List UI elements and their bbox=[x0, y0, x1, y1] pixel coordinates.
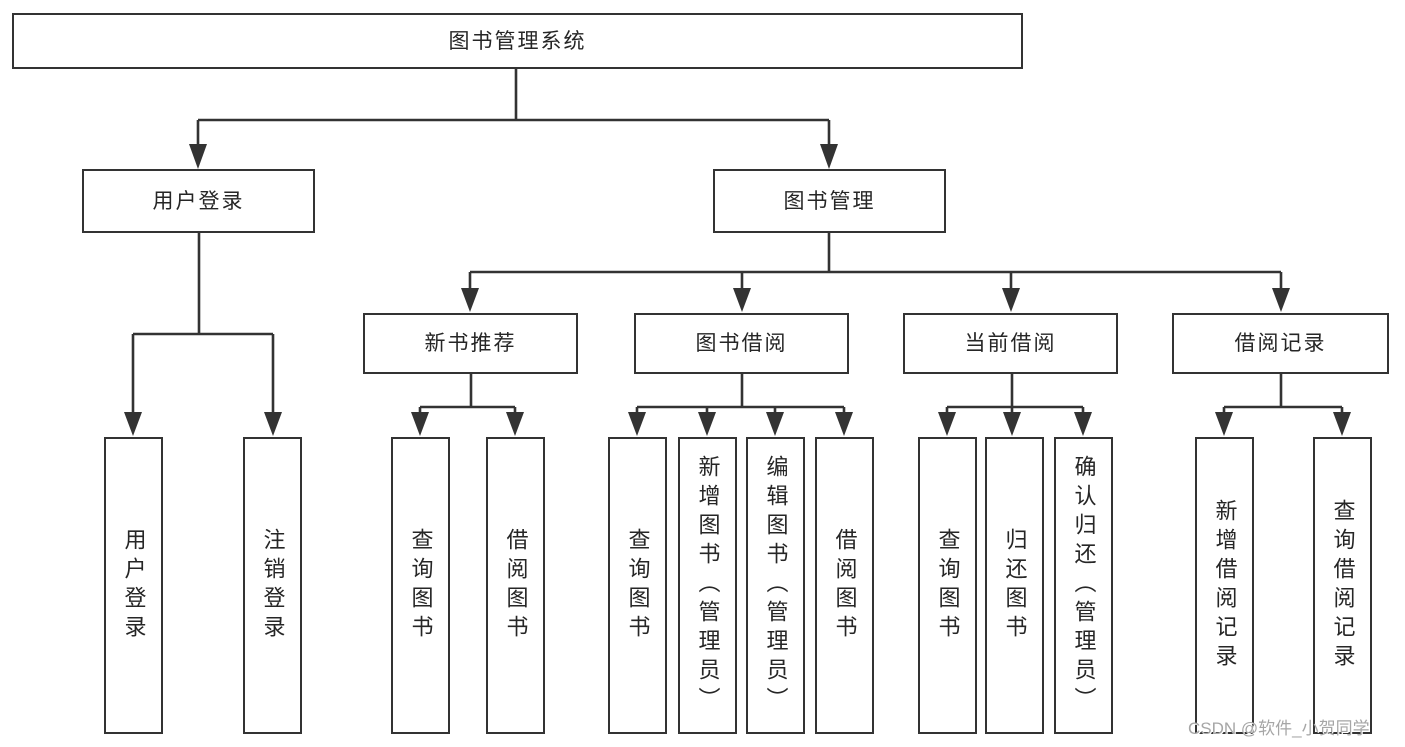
leaf-logout-label: 注销登录 bbox=[260, 527, 286, 644]
arrow-down-icon bbox=[733, 288, 751, 312]
leaf-current-query-book: 查询图书 bbox=[918, 437, 977, 734]
node-root-label: 图书管理系统 bbox=[448, 29, 587, 53]
node-current-borrow-label: 当前借阅 bbox=[964, 332, 1057, 355]
arrow-down-icon bbox=[1074, 412, 1092, 436]
connector-root-stem bbox=[196, 69, 831, 146]
node-user-login-label: 用户登录 bbox=[152, 189, 245, 213]
leaf-recommend-query-book-label: 查询图书 bbox=[408, 527, 434, 644]
leaf-current-query-book-label: 查询图书 bbox=[935, 527, 961, 644]
leaf-recommend-borrow-book: 借阅图书 bbox=[486, 437, 545, 734]
leaf-return-book: 归还图书 bbox=[985, 437, 1044, 734]
connector-mgmt-split bbox=[468, 233, 1283, 290]
node-book-borrow: 图书借阅 bbox=[634, 313, 849, 374]
connector-level2-stems bbox=[469, 374, 1283, 407]
arrow-down-icon bbox=[461, 288, 479, 312]
arrow-down-icon bbox=[506, 412, 524, 436]
arrow-down-icon bbox=[124, 412, 142, 436]
connector-borrow-split bbox=[635, 405, 846, 414]
node-book-borrow-label: 图书借阅 bbox=[695, 332, 788, 355]
leaf-add-borrow-record-label: 新增借阅记录 bbox=[1212, 498, 1238, 673]
arrow-down-icon bbox=[1002, 288, 1020, 312]
leaf-edit-book-admin: 编辑图书（管理员） bbox=[746, 437, 805, 734]
arrow-down-icon bbox=[1272, 288, 1290, 312]
node-new-book-recommend-label: 新书推荐 bbox=[424, 332, 517, 355]
leaf-recommend-borrow-book-label: 借阅图书 bbox=[503, 527, 529, 644]
leaf-return-book-label: 归还图书 bbox=[1002, 527, 1028, 644]
leaf-borrow-book: 借阅图书 bbox=[815, 437, 874, 734]
leaf-query-borrow-record: 查询借阅记录 bbox=[1313, 437, 1372, 734]
arrow-down-icon bbox=[766, 412, 784, 436]
arrow-down-icon bbox=[264, 412, 282, 436]
node-borrow-record: 借阅记录 bbox=[1172, 313, 1389, 374]
leaf-borrow-query-book: 查询图书 bbox=[608, 437, 667, 734]
connector-recommend-split bbox=[418, 405, 517, 414]
leaf-recommend-query-book: 查询图书 bbox=[391, 437, 450, 734]
leaf-borrow-book-label: 借阅图书 bbox=[832, 527, 858, 644]
leaf-add-book-admin: 新增图书（管理员） bbox=[678, 437, 737, 734]
arrow-down-icon bbox=[698, 412, 716, 436]
node-new-book-recommend: 新书推荐 bbox=[363, 313, 578, 374]
leaf-edit-book-admin-label: 编辑图书（管理员） bbox=[763, 455, 789, 716]
arrow-down-icon bbox=[938, 412, 956, 436]
node-root: 图书管理系统 bbox=[12, 13, 1023, 69]
leaf-confirm-return-admin-label: 确认归还（管理员） bbox=[1071, 455, 1097, 716]
connector-current-split bbox=[945, 405, 1085, 414]
leaf-user-login-label: 用户登录 bbox=[121, 527, 147, 644]
arrow-down-icon bbox=[628, 412, 646, 436]
node-book-management: 图书管理 bbox=[713, 169, 946, 233]
arrow-down-icon bbox=[1003, 412, 1021, 436]
leaf-borrow-query-book-label: 查询图书 bbox=[625, 527, 651, 644]
leaf-add-borrow-record: 新增借阅记录 bbox=[1195, 437, 1254, 734]
arrow-down-icon bbox=[411, 412, 429, 436]
arrow-down-icon bbox=[189, 144, 207, 169]
csdn-watermark: CSDN @软件_小贺同学 bbox=[1188, 719, 1370, 738]
leaf-logout: 注销登录 bbox=[243, 437, 302, 734]
node-borrow-record-label: 借阅记录 bbox=[1234, 332, 1327, 355]
arrow-down-icon bbox=[835, 412, 853, 436]
leaf-confirm-return-admin: 确认归还（管理员） bbox=[1054, 437, 1113, 734]
connector-login-split bbox=[131, 233, 275, 414]
node-book-management-label: 图书管理 bbox=[783, 189, 876, 213]
node-current-borrow: 当前借阅 bbox=[903, 313, 1118, 374]
arrow-down-icon bbox=[1333, 412, 1351, 436]
arrow-down-icon bbox=[1215, 412, 1233, 436]
leaf-user-login: 用户登录 bbox=[104, 437, 163, 734]
leaf-query-borrow-record-label: 查询借阅记录 bbox=[1330, 498, 1356, 673]
leaf-add-book-admin-label: 新增图书（管理员） bbox=[695, 455, 721, 716]
node-user-login: 用户登录 bbox=[82, 169, 315, 233]
connector-record-split bbox=[1222, 405, 1344, 414]
arrow-down-icon bbox=[820, 144, 838, 169]
